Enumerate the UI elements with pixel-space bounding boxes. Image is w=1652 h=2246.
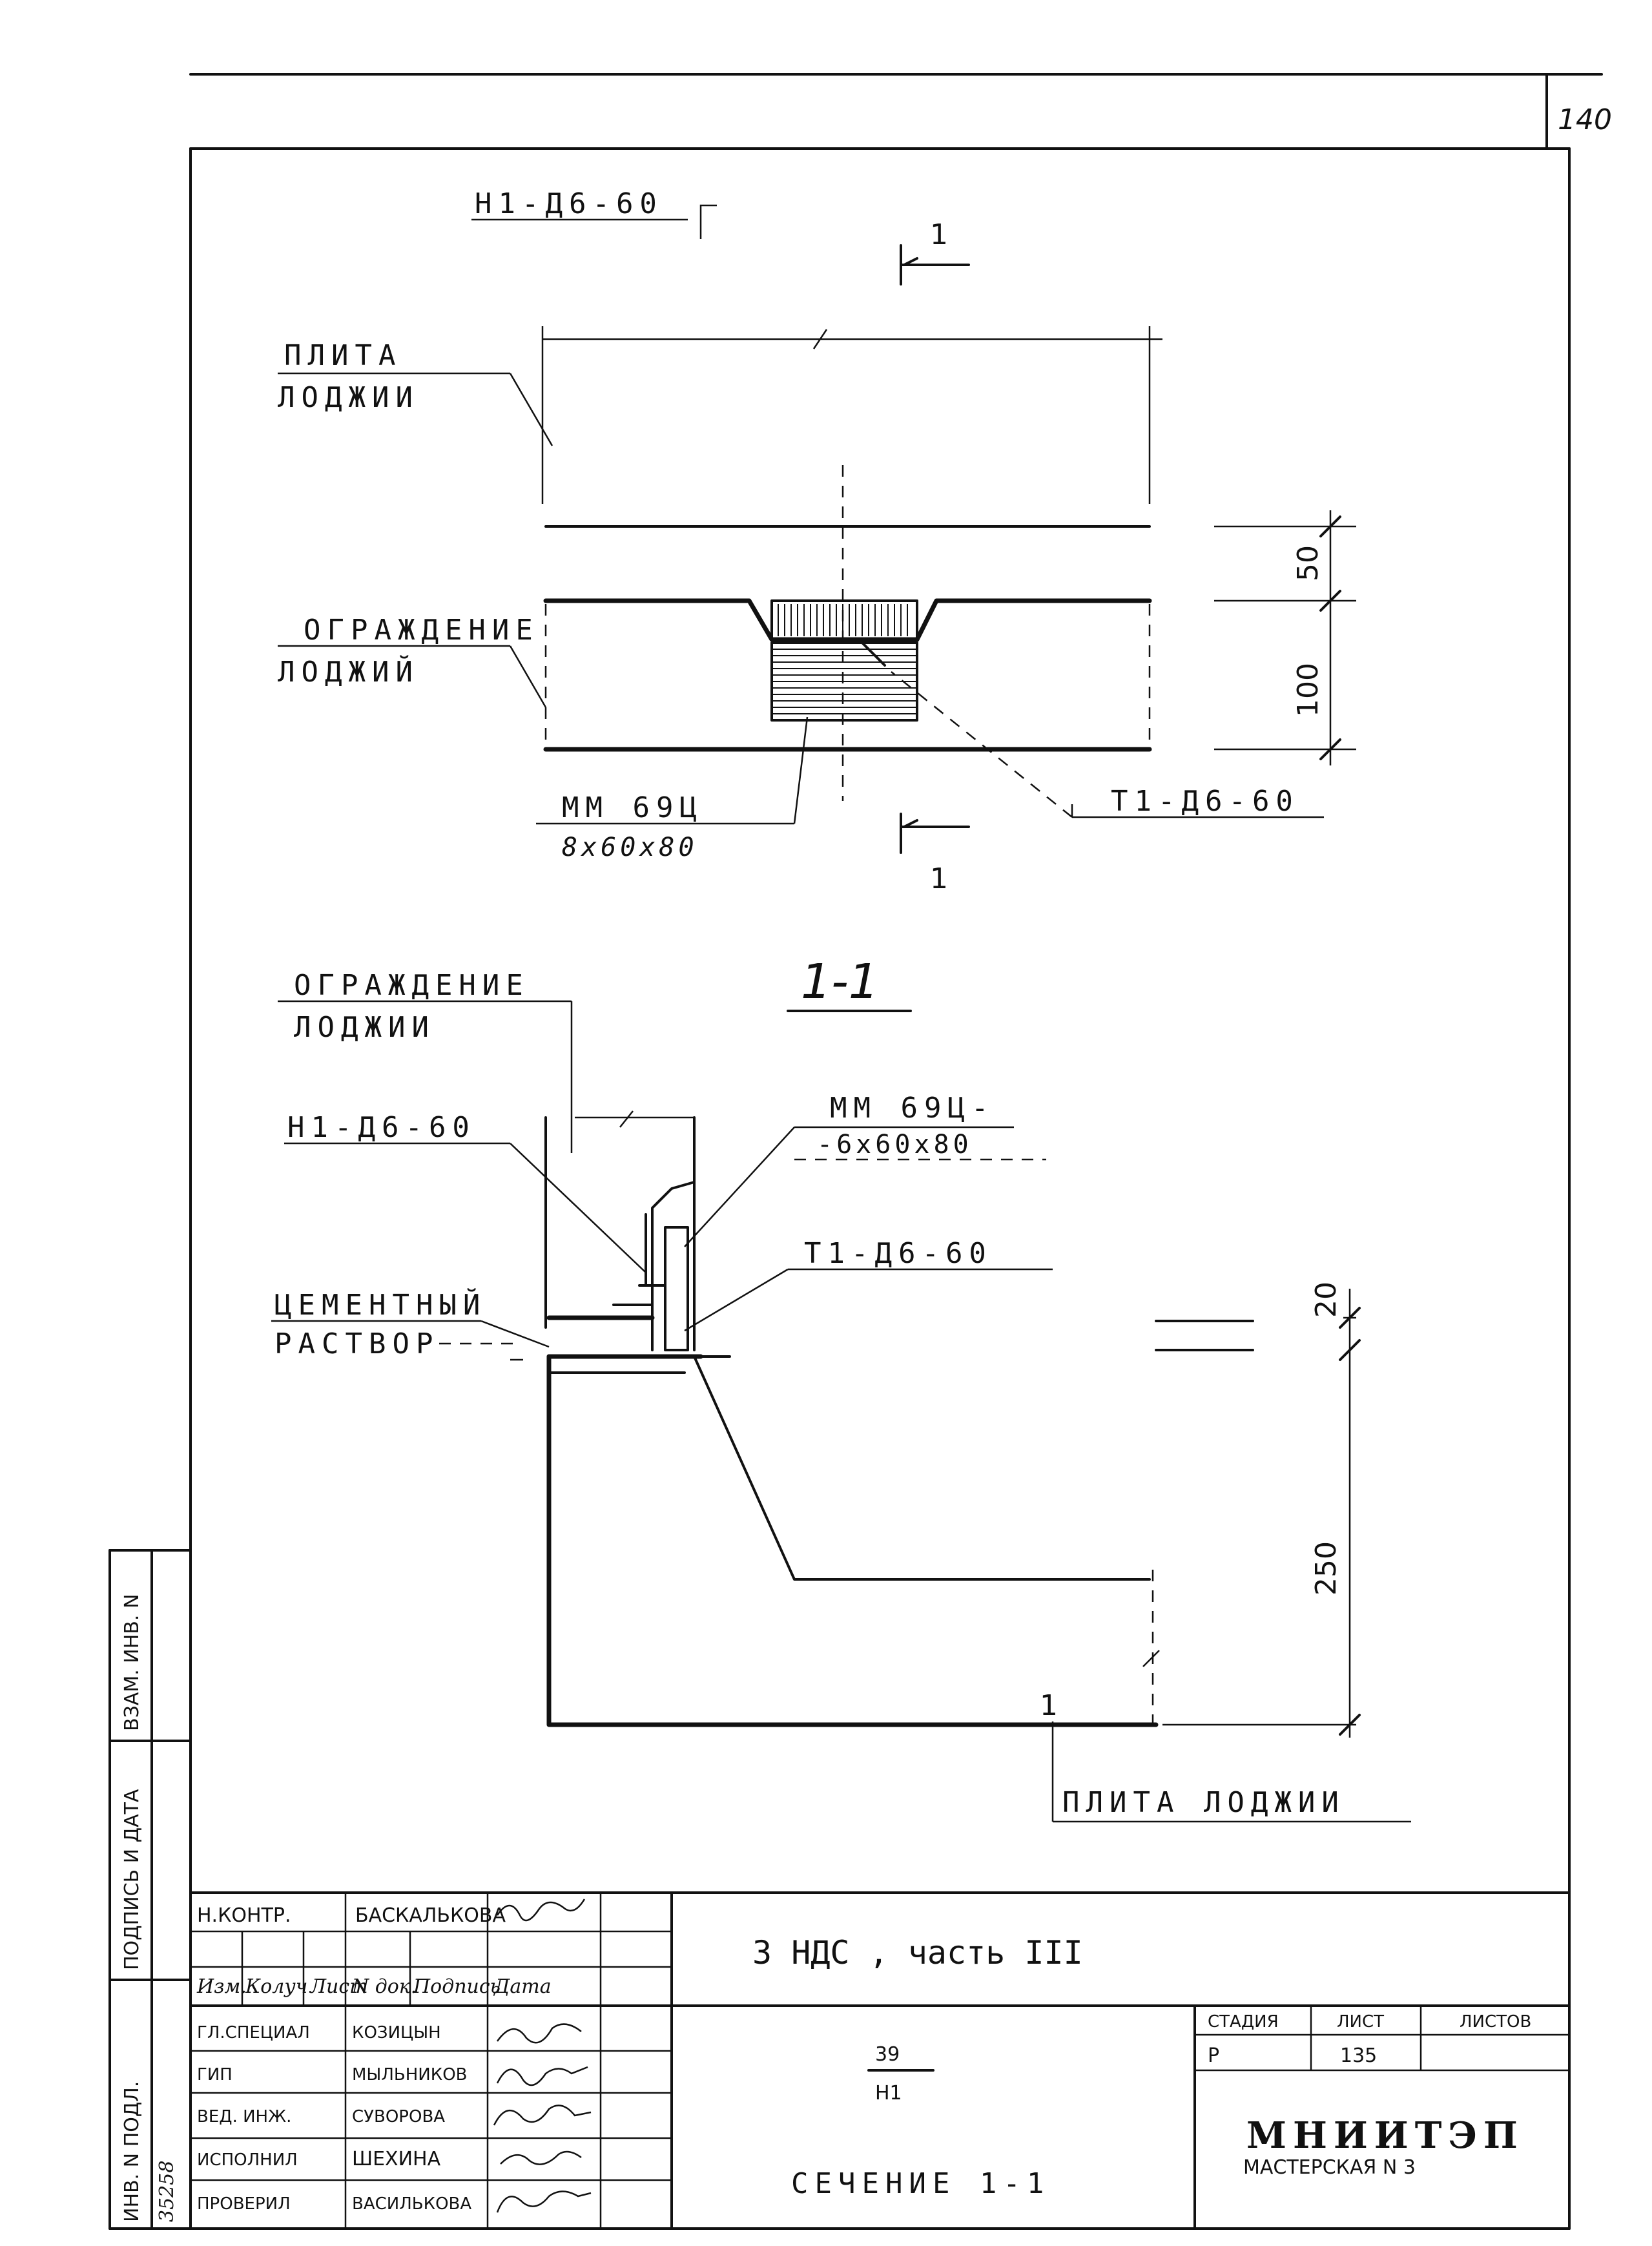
sheet-frame bbox=[108, 73, 1603, 2230]
section-plate-label-2: -6х60х80 bbox=[817, 1130, 973, 1159]
staff-name-1: МЫЛЬНИКОВ bbox=[352, 2065, 468, 2085]
side-stamp-replace-inv: ВЗАМ. ИНВ. N bbox=[121, 1594, 143, 1731]
plan-plate-label-2: 8х60х80 bbox=[562, 833, 698, 862]
signature-row-1 bbox=[496, 2066, 588, 2086]
plan-section-mark-bottom: 1 bbox=[930, 862, 948, 895]
section-title: 1-1 bbox=[801, 954, 879, 1010]
stage-value: Р bbox=[1208, 2044, 1219, 2067]
plan-section-mark-top: 1 bbox=[930, 218, 948, 251]
sheet-title: СЕЧЕНИЕ 1-1 bbox=[791, 2167, 1050, 2200]
staff-name-4: ВАСИЛЬКОВА bbox=[352, 2194, 471, 2214]
staff-name-0: КОЗИЦЫН bbox=[352, 2023, 441, 2043]
section-mortar-label-2: РАСТВОР bbox=[274, 1327, 439, 1360]
title-block: Н.КОНТР. БАСКАЛЬКОВА Изм. Колуч Лист N д… bbox=[189, 1891, 1571, 2230]
side-stamp: ВЗАМ. ИНВ. N ПОДПИСЬ И ДАТА ИНВ. N ПОДЛ.… bbox=[108, 1549, 192, 2230]
norm-control-role: Н.КОНТР. bbox=[197, 1904, 291, 1927]
side-stamp-inv-original: ИНВ. N ПОДЛ. bbox=[121, 2081, 143, 2222]
sheet-number: 140 bbox=[1558, 103, 1612, 136]
section-connector-left-label: Н1-Д6-60 bbox=[287, 1111, 476, 1144]
staff-role-4: ПРОВЕРИЛ bbox=[197, 2194, 291, 2214]
staff-role-0: ГЛ.СПЕЦИАЛ bbox=[197, 2023, 310, 2043]
plan-slab-label-2: ЛОДЖИИ bbox=[278, 381, 419, 414]
sheet-header: ЛИСТ bbox=[1337, 2012, 1384, 2032]
side-stamp-signature-date: ПОДПИСЬ И ДАТА bbox=[121, 1789, 143, 1970]
plan-dim-50: 50 bbox=[1292, 545, 1325, 581]
plan-rail-label-1: ОГРАЖДЕНИЕ bbox=[304, 614, 539, 647]
section-rail-label-1: ОГРАЖДЕНИЕ bbox=[294, 969, 530, 1002]
header-list: Лист bbox=[309, 1975, 368, 1998]
section-connector-right-label: Т1-Д6-60 bbox=[804, 1237, 993, 1270]
stage-header: СТАДИЯ bbox=[1208, 2012, 1279, 2032]
sheets-header: ЛИСТОВ bbox=[1460, 2012, 1531, 2032]
header-signature: Подпись bbox=[413, 1975, 501, 1998]
header-n-doc: N док. bbox=[351, 1975, 417, 1998]
plan-bottom-connector-label: Т1-Д6-60 bbox=[1111, 785, 1299, 818]
signature-norm-control bbox=[496, 1898, 586, 1922]
section-view: 1-1 ОГРАЖДЕНИЕ ЛОДЖИИ Н1-Д6-60 ММ 69Ц- -… bbox=[271, 954, 1411, 1823]
section-slab-label: ПЛИТА ЛОДЖИИ bbox=[1062, 1786, 1345, 1819]
doc-code-top: 39 bbox=[875, 2043, 900, 2066]
header-date: Дата bbox=[493, 1975, 552, 1998]
staff-role-2: ВЕД. ИНЖ. bbox=[197, 2107, 291, 2126]
section-mortar-label-1: ЦЕМЕНТНЫЙ bbox=[274, 1287, 486, 1322]
plan-rail-label-2: ЛОДЖИЙ bbox=[278, 654, 419, 689]
header-kol-uch: Колуч bbox=[245, 1975, 307, 1998]
section-rail-label-2: ЛОДЖИИ bbox=[294, 1011, 435, 1044]
plan-top-connector-label: Н1-Д6-60 bbox=[475, 187, 663, 220]
signature-row-4 bbox=[496, 2190, 592, 2213]
project-name: 3 НДС , часть III bbox=[752, 1934, 1083, 1971]
staff-role-1: ГИП bbox=[197, 2065, 232, 2085]
sheet-value: 135 bbox=[1340, 2044, 1377, 2067]
staff-name-2: СУВОРОВА bbox=[352, 2107, 445, 2126]
org-name: МНИИТЭП bbox=[1246, 2114, 1524, 2157]
section-plate-label-1: ММ 69Ц- bbox=[830, 1092, 995, 1125]
plan-slab-label-1: ПЛИТА bbox=[284, 339, 402, 372]
org-workshop: МАСТЕРСКАЯ N 3 bbox=[1243, 2156, 1416, 2179]
plan-dim-100: 100 bbox=[1292, 663, 1325, 717]
norm-control-name: БАСКАЛЬКОВА bbox=[355, 1904, 506, 1927]
header-izm: Изм. bbox=[196, 1975, 247, 1998]
doc-code-bottom: Н1 bbox=[875, 2082, 902, 2105]
plan-view: Н1-Д6-60 1 ПЛИТА ЛОДЖИИ bbox=[278, 187, 1356, 895]
staff-name-3: ШЕХИНА bbox=[352, 2148, 441, 2170]
section-slab-mark: 1 bbox=[1040, 1689, 1058, 1722]
plan-plate-label-1: ММ 69Ц bbox=[562, 791, 703, 824]
staff-role-3: ИСПОЛНИЛ bbox=[197, 2150, 298, 2170]
section-dim-250: 250 bbox=[1310, 1541, 1343, 1596]
signature-row-3 bbox=[500, 2150, 582, 2165]
signature-row-2 bbox=[493, 2105, 592, 2126]
signature-row-0 bbox=[496, 2023, 582, 2044]
section-dim-20: 20 bbox=[1310, 1282, 1343, 1318]
side-stamp-inv-value: 35258 bbox=[156, 2161, 178, 2222]
